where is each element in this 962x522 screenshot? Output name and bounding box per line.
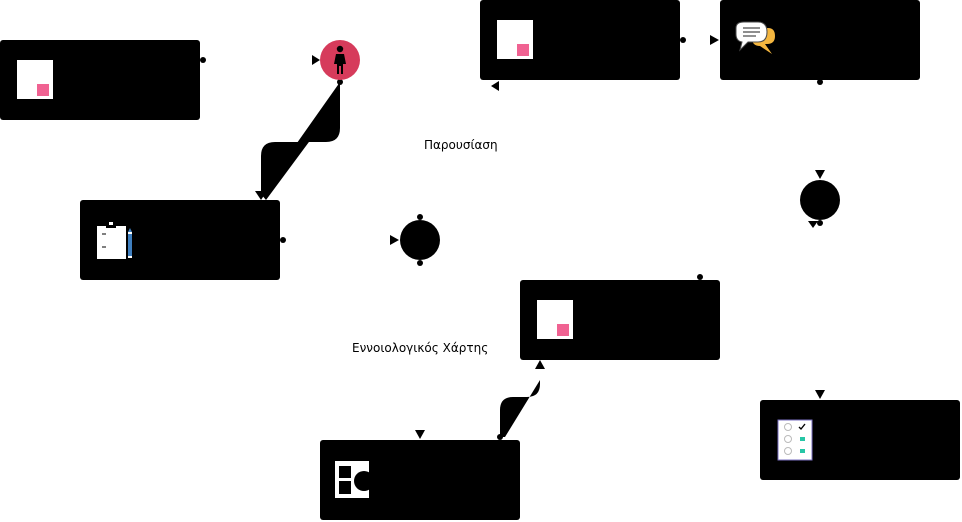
task-box-chat[interactable] (720, 0, 920, 80)
port-dot (200, 57, 206, 63)
port-dot (417, 214, 423, 220)
port-dot (280, 237, 286, 243)
arrowhead (390, 235, 399, 245)
arrowhead (815, 390, 825, 399)
task-box-checklist[interactable] (760, 400, 960, 480)
checklist-icon (777, 419, 813, 461)
connector-shapes-to-middle (500, 366, 540, 437)
task-box-document-3[interactable] (520, 280, 720, 360)
task-box-document-2[interactable] (480, 0, 680, 80)
port-dot (817, 220, 823, 226)
port-dot (497, 434, 503, 440)
arrowhead (815, 170, 825, 179)
chat-icon (735, 21, 775, 54)
connectors (200, 35, 825, 440)
document-icon (17, 60, 53, 99)
label-concept-map: Εννοιολογικός Χάρτης (352, 341, 488, 355)
arrowhead (312, 55, 320, 65)
gateway-circle[interactable] (400, 220, 440, 260)
label-presentation: Παρουσίαση (424, 138, 498, 152)
arrowhead-to-middle (535, 360, 545, 369)
document-icon (537, 300, 573, 339)
arrowhead (808, 221, 818, 228)
arrowhead (491, 81, 499, 91)
task-box-shapes[interactable] (320, 440, 520, 520)
port-dot (417, 260, 423, 266)
document-icon (497, 20, 533, 59)
arrowhead (710, 35, 719, 45)
port-dot (697, 274, 703, 280)
shapes-icon (335, 461, 374, 498)
arrowhead (415, 430, 425, 439)
port-dot (680, 37, 686, 43)
port-dot (817, 79, 823, 85)
clipboard-icon (97, 222, 132, 259)
gateway-circle[interactable] (800, 180, 840, 220)
person-node[interactable] (320, 40, 360, 80)
task-box-clipboard[interactable] (80, 200, 280, 280)
arrowhead-to-clipboard (255, 191, 267, 200)
person-icon (334, 45, 346, 74)
connector-person-to-clipboard (261, 82, 340, 200)
port-dot (337, 79, 343, 85)
task-box-document-1[interactable] (0, 40, 200, 120)
